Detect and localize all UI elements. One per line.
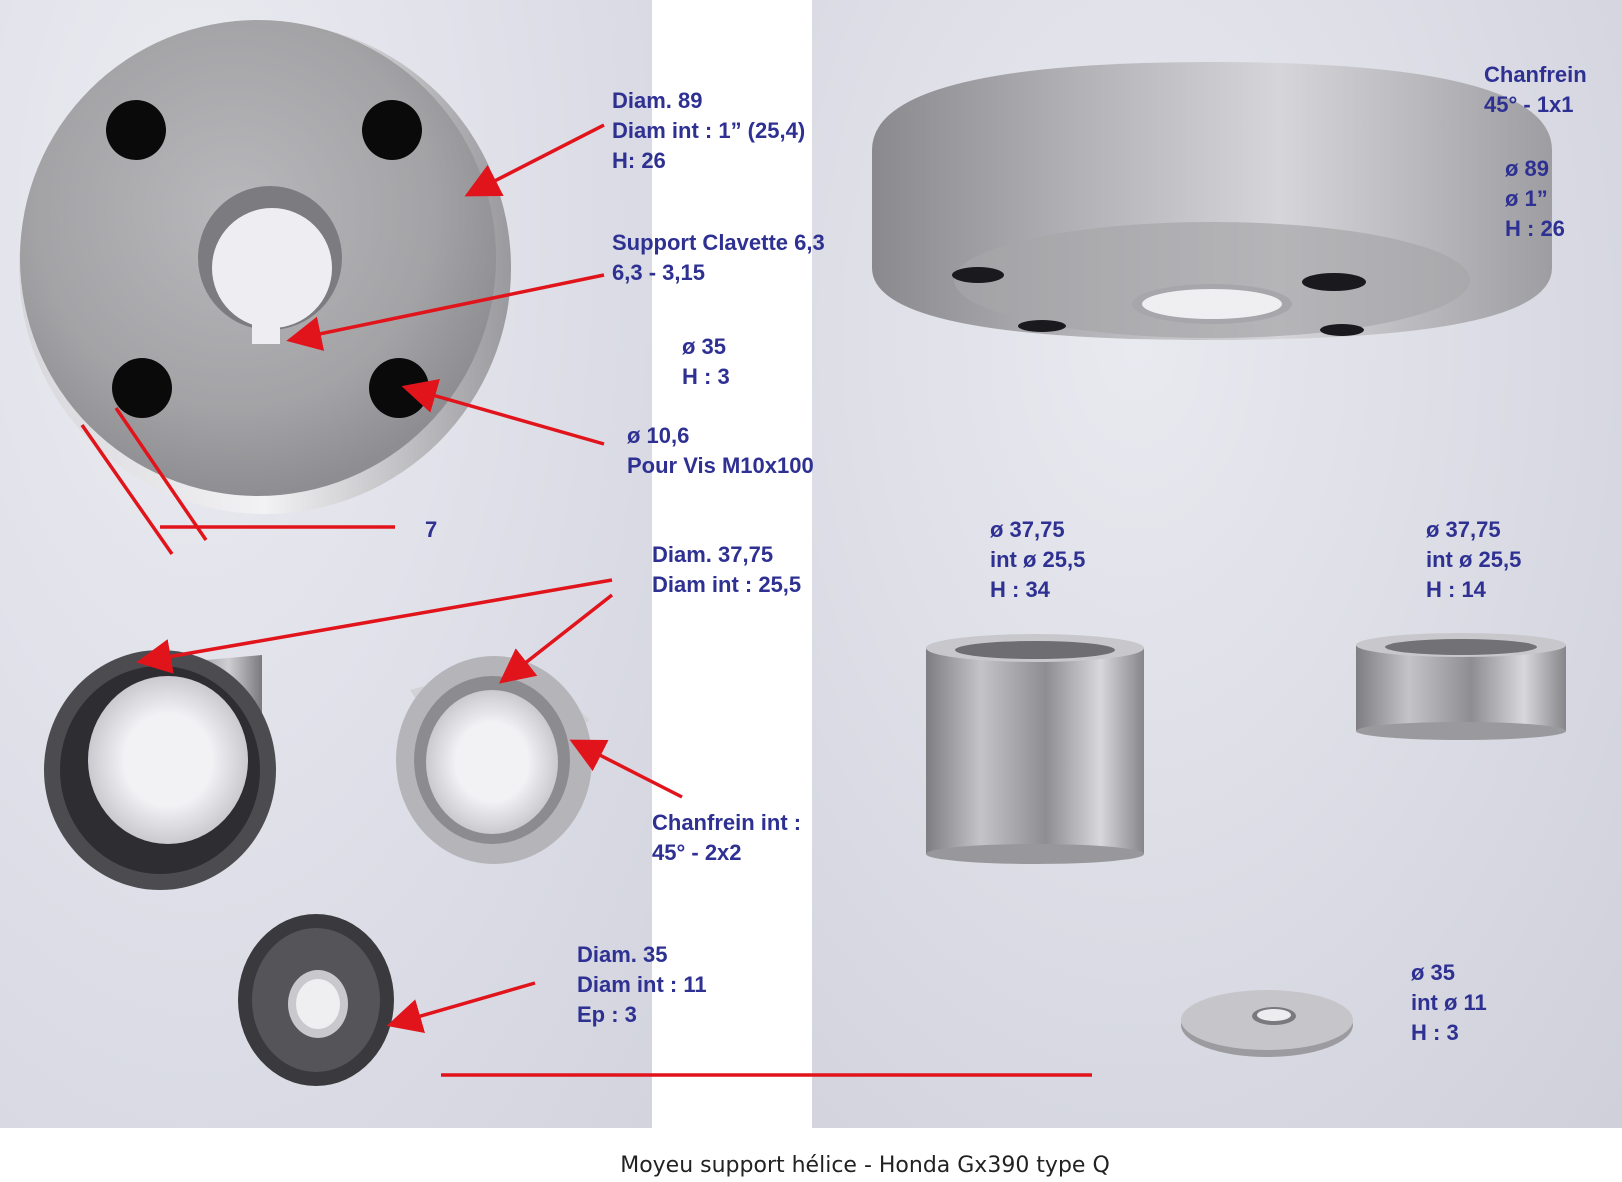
image-caption: Moyeu support hélice - Honda Gx390 type … (620, 1153, 1110, 1178)
dim-line-outer (80, 423, 174, 556)
arrow-washer (386, 981, 536, 1033)
arrow-keyway (286, 273, 605, 351)
label-washer: Diam. 35 Diam int : 11 Ep : 3 (577, 942, 707, 1027)
washer (238, 914, 394, 1086)
sleeve-long-right (926, 634, 1144, 864)
label-washer-right: ø 35 int ø 11 H : 3 (1411, 960, 1487, 1045)
bolt-hole (106, 100, 166, 160)
label-sleeve-short-right: ø 37,75 int ø 25,5 H : 14 (1426, 517, 1522, 602)
label-collar: ø 35 H : 3 (682, 334, 730, 389)
photo-left-parts (0, 0, 652, 1128)
bolt-hole (362, 100, 422, 160)
label-hub-main: Diam. 89 Diam int : 1” (25,4) H: 26 (612, 88, 806, 173)
sleeve-long (44, 650, 276, 890)
label-hub-right: ø 89 ø 1” H : 26 (1505, 156, 1565, 241)
label-wall-thickness: 7 (425, 517, 438, 542)
label-sleeve-long-right: ø 37,75 int ø 25,5 H : 34 (990, 517, 1086, 602)
hub-side (872, 62, 1552, 340)
right-photo-drawing (872, 62, 1566, 1057)
arrow-hub-diameter (464, 123, 605, 197)
photo-right-parts (812, 0, 1622, 1128)
arrow-sleeve-short (498, 593, 614, 684)
sleeve-short (396, 656, 592, 864)
label-bolt-hole: ø 10,6 Pour Vis M10x100 (627, 423, 814, 478)
sleeve-short-right (1356, 633, 1566, 740)
label-chamfer-right: Chanfrein 45° - 1x1 (1484, 62, 1587, 117)
hub-main (19, 20, 511, 514)
arrow-sleeve-long (136, 578, 613, 674)
label-inner-chamfer: Chanfrein int : 45° - 2x2 (652, 810, 802, 865)
label-key-support: Support Clavette 6,3 6,3 - 3,15 (612, 230, 825, 285)
arrow-bolt-hole (401, 378, 605, 446)
washer-right (1181, 990, 1353, 1057)
label-sleeves: Diam. 37,75 Diam int : 25,5 (652, 542, 802, 597)
dim-line-inner (114, 407, 208, 541)
left-photo-drawing (19, 20, 592, 1086)
keyway (252, 320, 280, 344)
bolt-hole (112, 358, 172, 418)
arrow-inner-chamfer (569, 739, 683, 799)
